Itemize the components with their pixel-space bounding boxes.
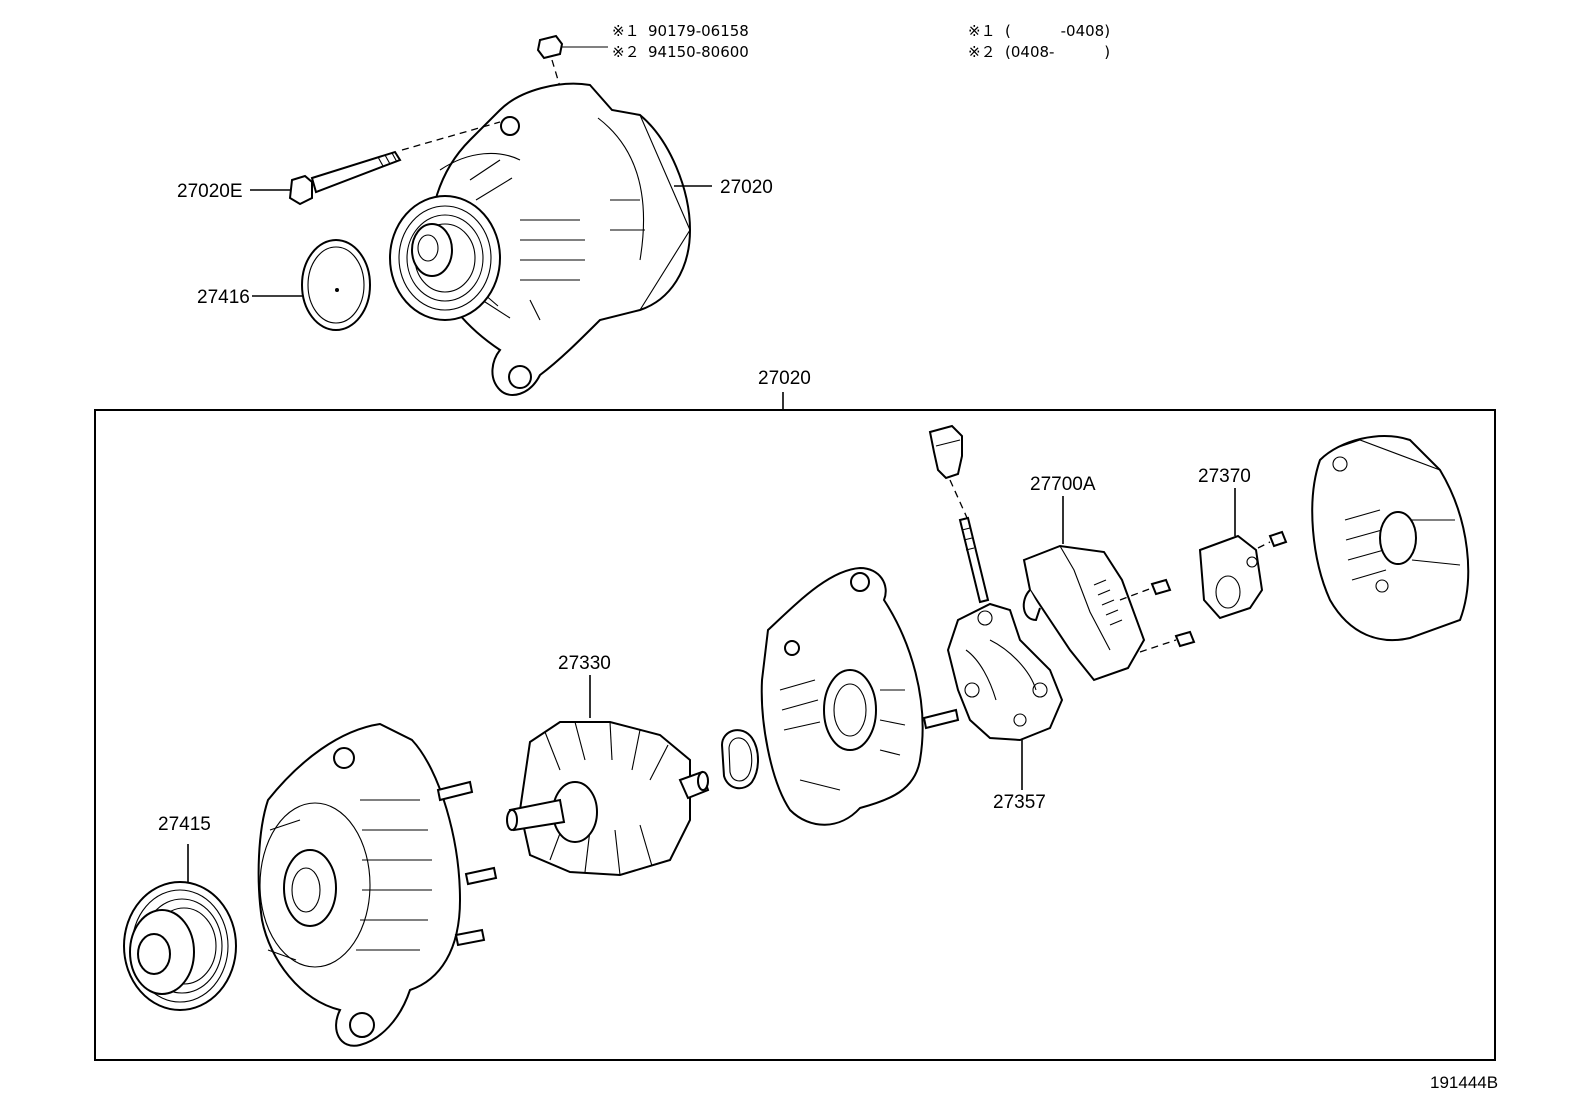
note-1-mark: ※１ [612,22,640,40]
note-1-part-number: 90179-06158 [648,22,749,40]
drive-end-frame-drawing [257,722,498,1047]
range-1-mark: ※１ [968,22,996,40]
regulator-drawing [1022,496,1196,682]
callout-27415: 27415 [158,814,211,835]
callout-27416: 27416 [197,287,250,308]
range-1-dates: ( -0408) [1005,22,1110,40]
figure-id: 191444B [1430,1073,1498,1092]
rotor-drawing [506,675,710,877]
note-block-right: ※１ ( -0408) ※２ (0408- ) [968,22,1110,61]
bearing-retainer-drawing [720,729,759,790]
range-2-mark: ※２ [968,43,996,61]
callout-27330: 27330 [558,653,611,674]
brush-cover-drawing [1198,488,1288,620]
callout-27020-box: 27020 [758,368,811,389]
range-2-dates: (0408- ) [1005,43,1110,61]
parts-box [94,409,1496,1061]
alternator-assembly-top-drawing [389,82,712,396]
callout-27357: 27357 [993,792,1046,813]
pulley-cover-drawing [252,239,371,331]
rear-end-cover-drawing [1311,435,1470,642]
note-2-part-number: 94150-80600 [648,43,749,61]
rectifier-end-frame-drawing [760,566,960,826]
pulley-drawing [123,844,237,1011]
callout-27700A: 27700A [1030,474,1096,495]
note-2-mark: ※２ [612,43,640,61]
terminal-insulator-drawing [928,424,990,604]
callout-27020-top: 27020 [720,177,773,198]
note-block-left: ※１ 90179-06158 ※２ 94150-80600 [612,22,749,61]
rectifier-holder-drawing [946,602,1064,790]
callout-27370: 27370 [1198,466,1251,487]
through-bolt-drawing [250,121,501,206]
callout-27020E: 27020E [177,181,243,202]
